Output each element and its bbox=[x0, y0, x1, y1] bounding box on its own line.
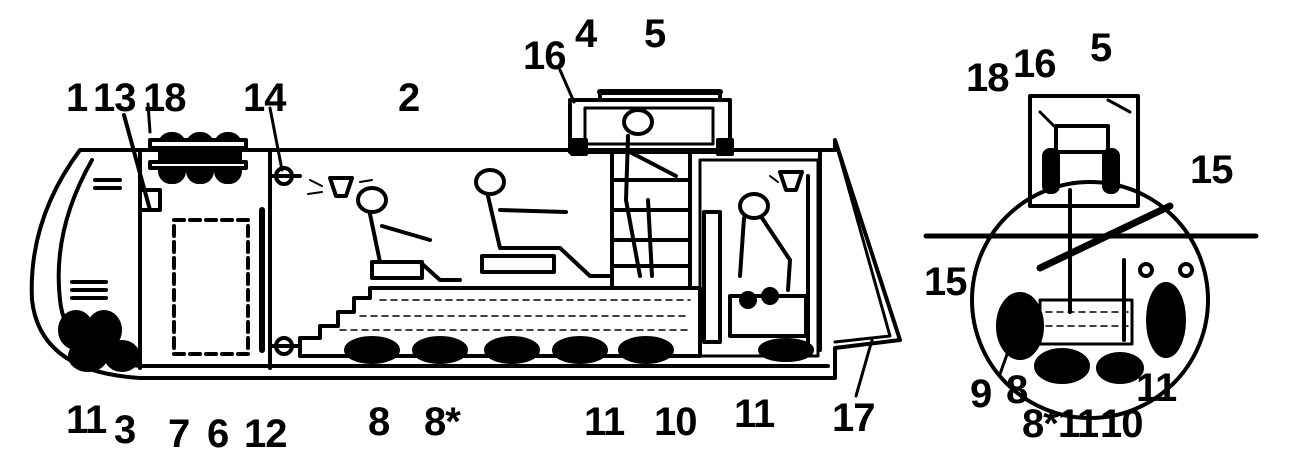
cross-section bbox=[923, 94, 1259, 420]
callout-8-star: 8* bbox=[424, 400, 461, 444]
callout-17: 17 bbox=[832, 396, 875, 440]
callout-7: 7 bbox=[168, 412, 190, 456]
callout-8: 8 bbox=[368, 400, 390, 444]
engine-area bbox=[698, 158, 820, 362]
xs-callout-8star11: 8*11 bbox=[1022, 402, 1099, 446]
callout-5: 5 bbox=[644, 12, 666, 56]
callout-10: 10 bbox=[654, 400, 697, 444]
callout-18: 18 bbox=[143, 76, 186, 120]
conning-tower bbox=[568, 89, 734, 156]
xs-callout-15-left: 15 bbox=[924, 260, 967, 304]
callout-6: 6 bbox=[207, 412, 229, 456]
callout-3: 3 bbox=[114, 408, 136, 452]
ballast-platform bbox=[298, 286, 702, 364]
xs-callout-5: 5 bbox=[1090, 26, 1112, 70]
callout-11-mid: 11 bbox=[584, 400, 625, 444]
deck-tanks bbox=[148, 132, 248, 184]
xs-callout-9: 9 bbox=[970, 372, 992, 416]
callout-16: 16 bbox=[523, 34, 566, 78]
callout-1: 1 bbox=[66, 76, 88, 120]
cabin-lights bbox=[307, 170, 804, 198]
callout-12: 12 bbox=[244, 412, 287, 456]
callout-11-bow: 11 bbox=[66, 398, 107, 442]
crew-standing bbox=[622, 108, 678, 278]
xs-callout-10: 10 bbox=[1100, 402, 1143, 446]
xs-callout-11: 11 bbox=[1136, 366, 1177, 410]
callout-14: 14 bbox=[243, 76, 286, 120]
callout-11-stern: 11 bbox=[734, 392, 775, 436]
leader-lines bbox=[146, 68, 1012, 398]
callout-4: 4 bbox=[575, 12, 597, 56]
xs-callout-15-right: 15 bbox=[1190, 148, 1233, 192]
callout-2: 2 bbox=[398, 76, 420, 120]
xs-callout-16: 16 bbox=[1013, 42, 1056, 86]
bulkhead-fittings bbox=[259, 166, 302, 356]
xs-callout-18: 18 bbox=[966, 56, 1009, 100]
bow-compartment bbox=[58, 113, 272, 372]
crew-seated bbox=[356, 168, 614, 282]
xs-callout-8: 8 bbox=[1006, 368, 1028, 412]
callout-13: 13 bbox=[93, 76, 136, 120]
